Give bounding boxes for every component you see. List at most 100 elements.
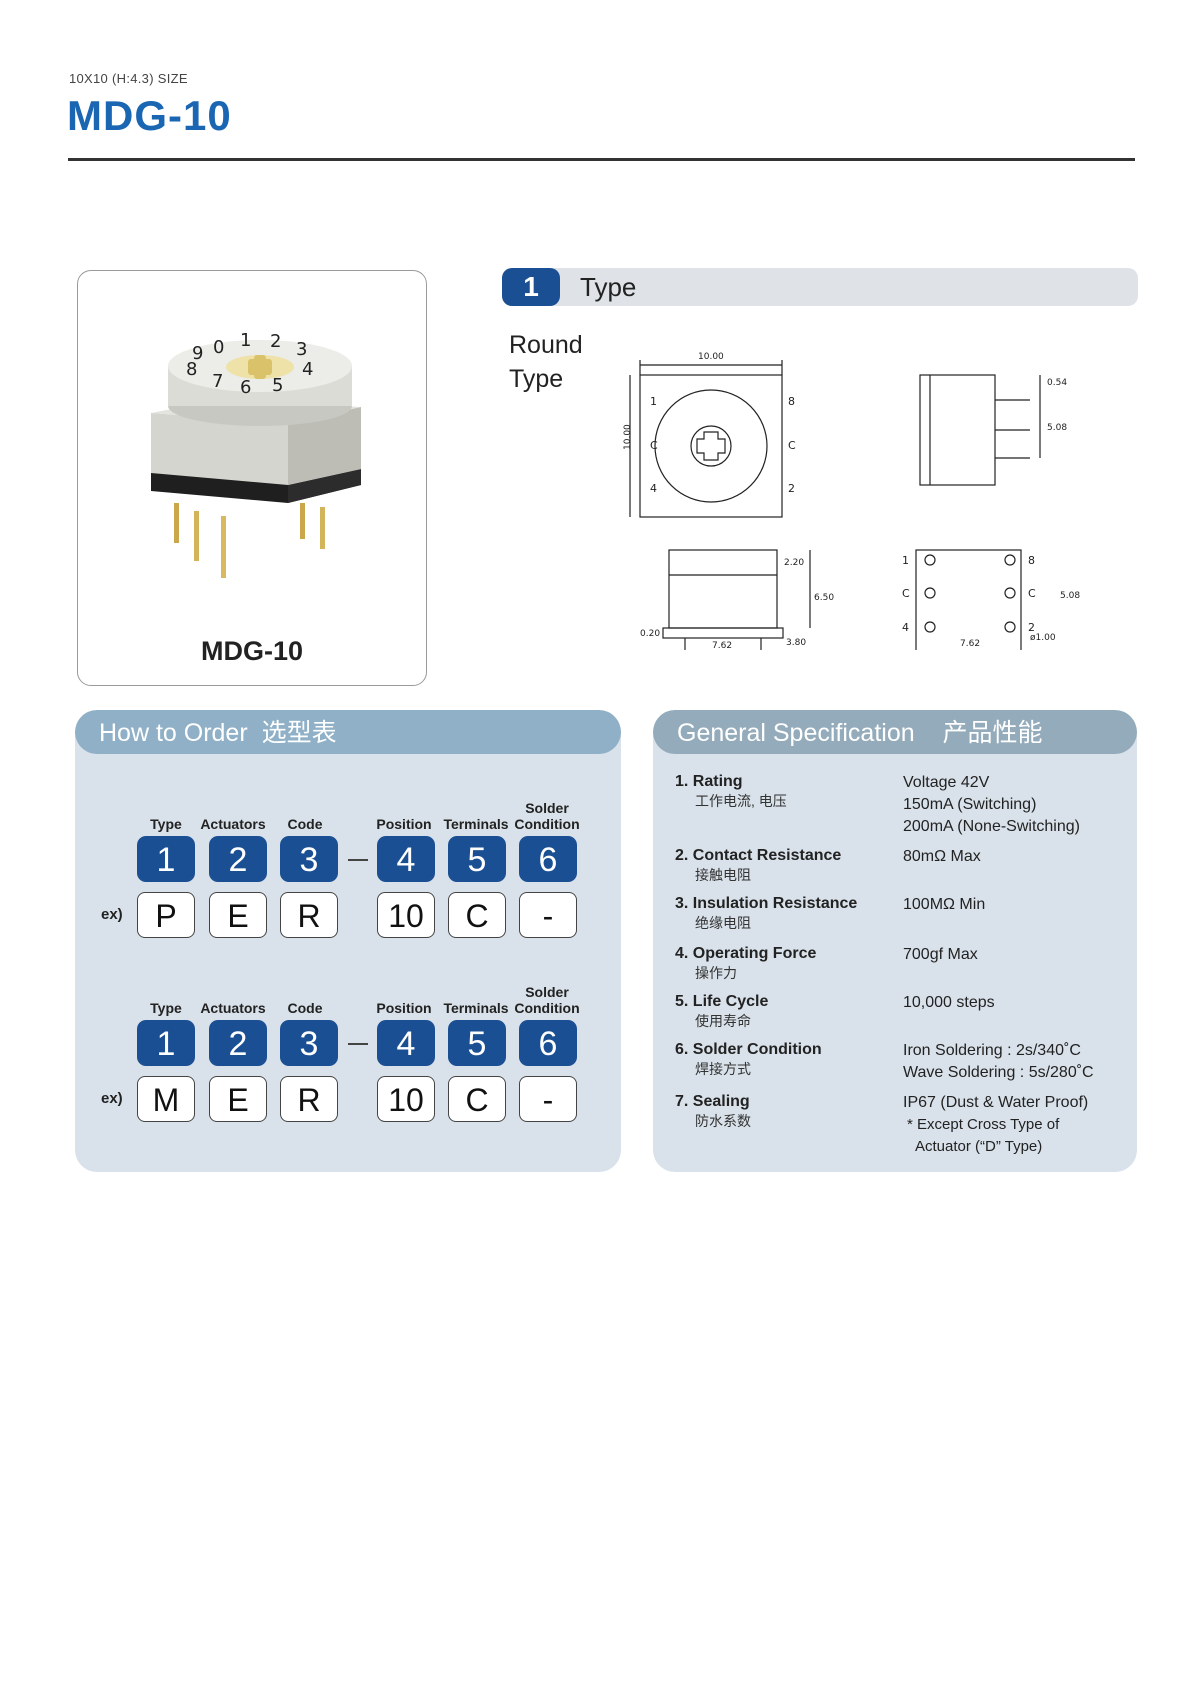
round-type-label: Round Type	[509, 331, 583, 393]
spec-value-operating-force: 700gf Max	[903, 944, 1133, 966]
general-spec-header: General Specification 产品性能	[653, 710, 1137, 754]
spec-item-life-cycle: 5. Life Cycle 使用寿命	[675, 992, 905, 1030]
product-photo-card: 0 1 2 3 4 5 6 7 8 9 MDG-10	[77, 270, 427, 686]
dim-bottom-pitch: 7.62	[960, 639, 980, 649]
spec-label-zh: 操作力	[695, 965, 737, 981]
pin-label: C	[1028, 587, 1036, 600]
col-label-code: Code	[287, 1000, 323, 1016]
pin-label: 1	[902, 554, 909, 567]
order-number-box: 4	[377, 836, 435, 882]
spec-value: 100MΩ Min	[903, 896, 986, 913]
order-number-box: 1	[137, 836, 195, 882]
pin-label: C	[902, 587, 910, 600]
spec-value-contact-resistance: 80mΩ Max	[903, 846, 1133, 868]
order-dash	[348, 859, 368, 861]
col-label-solder-line1: Solder	[525, 800, 569, 816]
dial-digit: 3	[296, 339, 307, 360]
example-box: C	[448, 1076, 506, 1122]
dim-pin-length: 5.08	[1047, 423, 1067, 433]
spec-item-sealing: 7. Sealing 防水系数	[675, 1092, 905, 1130]
pin-label: 8	[1028, 554, 1035, 567]
example-box: P	[137, 892, 195, 938]
order-number-box: 2	[209, 1020, 267, 1066]
order-number-box: 4	[377, 1020, 435, 1066]
example-box: R	[280, 1076, 338, 1122]
spec-item-solder-condition: 6. Solder Condition 焊接方式	[675, 1040, 905, 1078]
col-label-solder-line1: Solder	[525, 984, 569, 1000]
dial-digit: 7	[212, 371, 223, 392]
example-box: -	[519, 892, 577, 938]
pin-label: 2	[1028, 621, 1035, 634]
spec-value-life-cycle: 10,000 steps	[903, 992, 1133, 1014]
pin-label: 2	[788, 482, 795, 495]
pin-label: C	[788, 439, 796, 452]
dim-pitch: 7.62	[712, 641, 732, 650]
col-label-solder-line2: Condition	[514, 816, 580, 832]
order-number-box: 5	[448, 1020, 506, 1066]
order-number-box: 5	[448, 836, 506, 882]
spec-label-zh: 工作电流, 电压	[695, 793, 787, 809]
spec-label-zh: 绝缘电阻	[695, 915, 751, 931]
col-label-solder-line2: Condition	[514, 1000, 580, 1016]
header-rule	[68, 158, 1135, 161]
dim-pin-height: 3.80	[786, 638, 806, 648]
how-to-order-header: How to Order 选型表	[75, 710, 621, 754]
dial-digit: 0	[213, 337, 224, 358]
type-section-label: Type	[580, 272, 637, 302]
order-number-box: 1	[137, 1020, 195, 1066]
product-caption: MDG-10	[200, 636, 303, 666]
spec-item-insulation-resistance: 3. Insulation Resistance 绝缘电阻	[675, 894, 905, 932]
example-box: 10	[377, 1076, 435, 1122]
how-to-order-title: How to Order	[99, 719, 248, 747]
example-label: ex)	[101, 906, 123, 923]
spec-note: Actuator (“D” Type)	[915, 1138, 1043, 1155]
general-spec-title: General Specification	[677, 719, 915, 747]
spec-note: * Except Cross Type of	[907, 1116, 1060, 1133]
dim-hole-diameter: ø1.00	[1030, 633, 1056, 643]
example-box: C	[448, 892, 506, 938]
order-number-box: 3	[280, 836, 338, 882]
dim-side-h1: 2.20	[784, 558, 804, 568]
spec-value: 150mA (Switching)	[903, 796, 1037, 813]
spec-value: 10,000 steps	[903, 994, 995, 1011]
spec-label-zh: 防水系数	[695, 1113, 751, 1129]
spec-item-operating-force: 4. Operating Force 操作力	[675, 944, 905, 982]
example-box: R	[280, 892, 338, 938]
example-box: -	[519, 1076, 577, 1122]
order-number-box: 2	[209, 836, 267, 882]
general-spec-panel: General Specification 产品性能 1. Rating 工作电…	[653, 710, 1137, 1172]
spec-value-rating: Voltage 42V 150mA (Switching) 200mA (Non…	[903, 772, 1133, 838]
spec-label: 1. Rating	[675, 773, 743, 790]
how-to-order-title-zh: 选型表	[261, 719, 337, 747]
spec-value: IP67 (Dust & Water Proof)	[903, 1094, 1089, 1111]
order-dash	[348, 1043, 368, 1045]
order-number-box: 6	[519, 836, 577, 882]
pin-label: 1	[650, 395, 657, 408]
col-label-terminals: Terminals	[443, 816, 509, 832]
spec-label-zh: 接触电阻	[695, 867, 751, 883]
type-section-number: 1	[502, 268, 560, 306]
spec-value: Voltage 42V	[903, 774, 990, 791]
spec-value: 80mΩ Max	[903, 848, 981, 865]
spec-label: 4. Operating Force	[675, 945, 817, 962]
dial-digit: 1	[240, 330, 251, 351]
general-spec-title-zh: 产品性能	[942, 719, 1043, 747]
dial-digit: 2	[270, 331, 281, 352]
example-label: ex)	[101, 1090, 123, 1107]
dim-pin-width: 0.20	[640, 629, 660, 639]
order-number-box: 6	[519, 1020, 577, 1066]
spec-value: Wave Soldering : 5s/280˚C	[903, 1064, 1094, 1081]
order-number-box: 3	[280, 1020, 338, 1066]
pin-label: 8	[788, 395, 795, 408]
spec-label: 3. Insulation Resistance	[675, 895, 858, 912]
example-box: E	[209, 892, 267, 938]
dim-width: 10.00	[698, 352, 724, 362]
dial-digit: 5	[272, 375, 283, 396]
col-label-actuators: Actuators	[200, 1000, 266, 1016]
spec-label: 5. Life Cycle	[675, 993, 769, 1010]
dial-digit: 6	[240, 377, 251, 398]
spec-item-rating: 1. Rating 工作电流, 电压	[675, 772, 905, 810]
dial-digit: 8	[186, 359, 197, 380]
